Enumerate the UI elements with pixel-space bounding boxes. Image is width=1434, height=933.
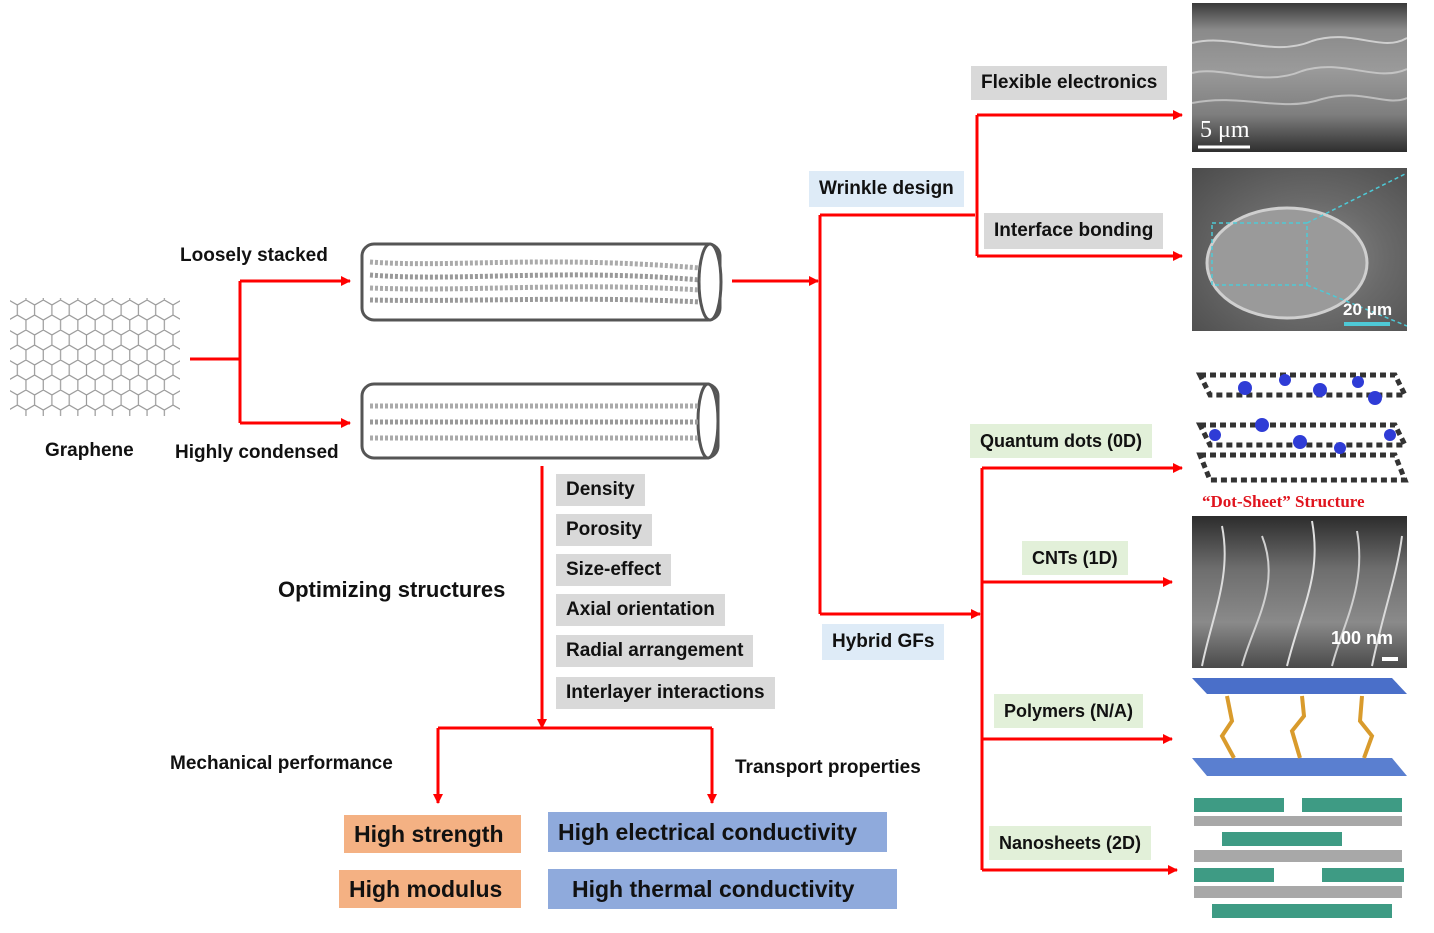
interface-fiber-sem-image: 20 μm <box>1192 168 1407 331</box>
factor-size-effect: Size-effect <box>556 554 672 586</box>
nanosheet-stack-image <box>1192 792 1407 930</box>
scale-bar-20um: 20 μm <box>1343 300 1393 319</box>
loosely-stacked-label: Loosely stacked <box>180 245 328 266</box>
hybrid-gfs-box: Hybrid GFs <box>822 624 945 660</box>
factor-interlayer-interactions: Interlayer interactions <box>556 677 775 709</box>
high-electrical-conductivity-box: High electrical conductivity <box>548 812 887 852</box>
factor-density: Density <box>556 474 645 506</box>
factor-porosity: Porosity <box>556 514 653 546</box>
dot-sheet-caption: “Dot-Sheet” Structure <box>1202 492 1365 511</box>
wrinkle-design-box: Wrinkle design <box>809 171 964 207</box>
high-strength-box: High strength <box>344 815 521 853</box>
cnt-sem-image: 100 nm <box>1192 516 1407 668</box>
high-thermal-conductivity-box: High thermal conductivity <box>548 869 897 909</box>
polymer-bridged-sheets-image <box>1192 676 1407 780</box>
quantum-dots-box: Quantum dots (0D) <box>970 424 1152 458</box>
optimizing-structures-label: Optimizing structures <box>278 577 506 602</box>
graphene-lattice-icon <box>10 298 180 416</box>
transport-properties-label: Transport properties <box>735 757 921 778</box>
graphene-label: Graphene <box>45 440 134 461</box>
nanosheets-box: Nanosheets (2D) <box>989 826 1152 860</box>
factor-radial-arrangement: Radial arrangement <box>556 635 754 667</box>
cnts-box: CNTs (1D) <box>1022 541 1128 575</box>
polymers-box: Polymers (N/A) <box>994 694 1144 728</box>
flexible-electronics-box: Flexible electronics <box>971 66 1168 100</box>
scale-bar-100nm: 100 nm <box>1331 628 1394 648</box>
wrinkled-fiber-sem-image: 5 μm <box>1192 3 1407 152</box>
dot-sheet-structure-image: “Dot-Sheet” Structure <box>1190 350 1410 515</box>
factor-axial-orientation: Axial orientation <box>556 594 725 626</box>
interface-bonding-box: Interface bonding <box>984 213 1164 249</box>
high-modulus-box: High modulus <box>339 870 521 908</box>
highly-condensed-label: Highly condensed <box>175 442 339 463</box>
scale-bar-5um: 5 μm <box>1200 117 1250 143</box>
loose-fiber-cylinder-icon <box>360 242 723 322</box>
condensed-fiber-cylinder-icon <box>360 382 720 460</box>
mechanical-performance-label: Mechanical performance <box>170 753 393 774</box>
